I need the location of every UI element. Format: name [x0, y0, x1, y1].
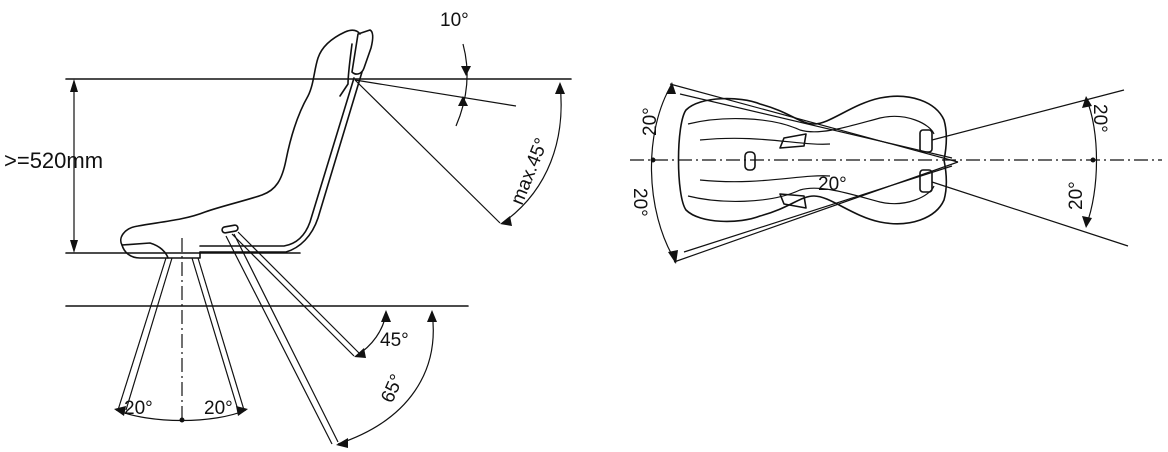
- head-angle-arrow-top: [461, 66, 471, 76]
- side-view: >=520mm 10° max.45° 45° 65°: [4, 10, 572, 448]
- lap-belt-slot: [221, 224, 239, 234]
- seat-cushion-front: [121, 242, 169, 259]
- center-label: 20°: [818, 174, 847, 195]
- back-max-arc: [503, 83, 562, 223]
- height-label: >=520mm: [4, 148, 103, 173]
- seat-plan-inner-upper: [687, 115, 935, 135]
- lap-outer-label: 65°: [377, 371, 408, 406]
- crotch-arrow-left: [114, 406, 126, 416]
- lap-inner-arrow-bottom: [354, 348, 366, 358]
- left-arc-center-dot: [650, 157, 656, 163]
- height-arrow-top: [70, 79, 78, 92]
- left-lower-line: [673, 161, 959, 263]
- seat-frame-back-inner: [199, 77, 355, 247]
- head-angle-arrow-bottom: [458, 96, 468, 106]
- shoulder-slot-upper: [919, 129, 933, 153]
- seat-cushion-bottom: [121, 244, 201, 259]
- right-upper-line: [931, 89, 1125, 141]
- right-arc: [1085, 97, 1098, 227]
- seat-head-pad: [351, 29, 374, 75]
- lap-inner-label: 45°: [380, 330, 409, 351]
- crotch-left-label: 20°: [124, 398, 153, 419]
- lap-inner-arrow-top: [381, 310, 391, 322]
- crotch-right-label: 20°: [204, 398, 233, 419]
- lap-outer-arrow-bottom: [336, 438, 348, 448]
- top-view: 20° 20° 20° 20° 20°: [629, 82, 1162, 264]
- seat-outline: [120, 29, 361, 246]
- shoulder-slot-lower: [919, 169, 933, 193]
- belt-slot-lower: [779, 193, 807, 209]
- seat-plan-inner-mid: [699, 137, 831, 183]
- head-angle-line: [354, 79, 517, 107]
- crotch-left-line-2: [125, 257, 173, 411]
- head-angle-arc: [455, 43, 468, 127]
- crotch-center-dot: [179, 417, 185, 423]
- left-upper-label: 20°: [640, 107, 661, 136]
- seat-back-inner: [339, 43, 353, 97]
- back-max-line: [354, 79, 501, 224]
- right-lower-label: 20°: [1066, 181, 1087, 210]
- back-max-arrow-bottom: [500, 216, 512, 226]
- lap-belt-inner-line: [231, 233, 355, 357]
- head-angle-label: 10°: [440, 10, 469, 31]
- belt-slot-upper: [779, 133, 807, 149]
- lap-belt-outer-line-2: [233, 233, 339, 443]
- seat-plan-inner-lower: [687, 185, 935, 205]
- lap-outer-arrow-top: [427, 310, 437, 322]
- left-lower-line-2: [683, 165, 953, 253]
- crotch-right-line: [197, 257, 245, 411]
- left-lower-label: 20°: [629, 188, 650, 217]
- left-upper-line: [669, 83, 959, 163]
- height-arrow-bottom: [70, 240, 78, 253]
- back-max-arrow-top: [555, 82, 565, 94]
- left-arc-arrow-top: [666, 82, 676, 94]
- right-arc-arrow-top: [1082, 96, 1092, 108]
- lap-belt-outer-line: [225, 235, 333, 445]
- left-upper-line-2: [679, 93, 953, 159]
- right-lower-line: [931, 181, 1129, 247]
- left-arc: [650, 83, 677, 263]
- right-upper-label: 20°: [1089, 104, 1110, 133]
- right-arc-arrow-bottom: [1082, 216, 1092, 228]
- seat-frame-back: [199, 71, 363, 253]
- crotch-slot-plan: [744, 151, 756, 171]
- lap-belt-inner-line-2: [237, 231, 361, 355]
- left-arc-arrow-bottom: [668, 250, 678, 264]
- lap-outer-arc: [337, 311, 434, 445]
- crotch-right-line-2: [191, 257, 239, 411]
- crotch-arrow-right: [236, 406, 248, 416]
- right-arc-center-dot: [1090, 157, 1096, 163]
- crotch-left-line: [117, 257, 167, 411]
